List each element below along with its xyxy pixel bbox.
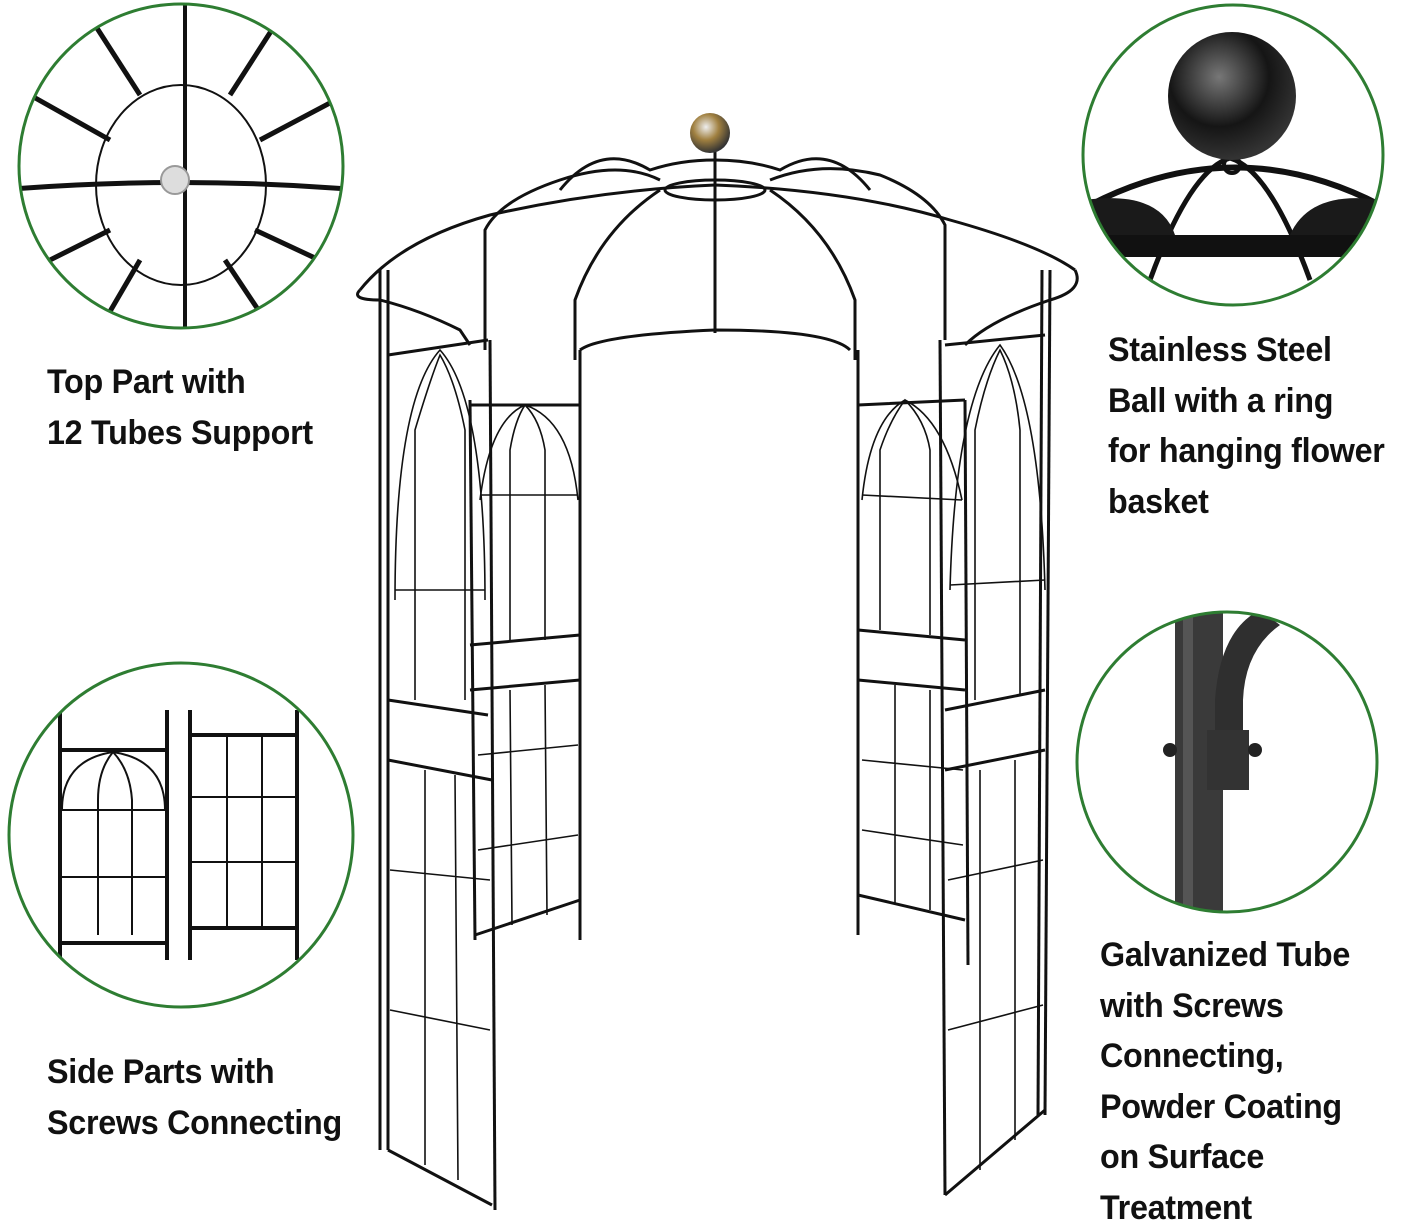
caption-line: for hanging flower [1108, 432, 1385, 470]
steel-ball-detail-image [1081, 3, 1385, 307]
gazebo-arch-image [356, 113, 1079, 1211]
caption-line: Screws Connecting [47, 1103, 342, 1142]
caption-line: Side Parts with [47, 1053, 275, 1091]
caption-line: basket [1108, 482, 1209, 521]
caption-line: Powder Coating [1100, 1087, 1342, 1126]
caption-line: Connecting, [1100, 1037, 1284, 1075]
caption-line: Top Part with [47, 363, 246, 401]
caption-line: 12 Tubes Support [47, 413, 313, 452]
caption-line: with Screws [1100, 986, 1284, 1025]
caption-line: Treatment [1100, 1188, 1252, 1224]
top-part-detail-image [17, 2, 345, 330]
caption-galvanized-tube: Galvanized Tube with Screws Connecting, … [1100, 930, 1350, 1224]
caption-line: Stainless Steel [1108, 331, 1332, 369]
side-parts-detail-image [7, 661, 355, 1009]
caption-line: on Surface [1100, 1138, 1265, 1176]
caption-side-parts: Side Parts with Screws Connecting [47, 1047, 342, 1148]
caption-top-part: Top Part with 12 Tubes Support [47, 357, 313, 458]
caption-line: Galvanized Tube [1100, 936, 1350, 974]
caption-line: Ball with a ring [1108, 381, 1334, 420]
caption-steel-ball: Stainless Steel Ball with a ring for han… [1108, 325, 1385, 527]
tube-screw-detail-image [1075, 610, 1379, 914]
